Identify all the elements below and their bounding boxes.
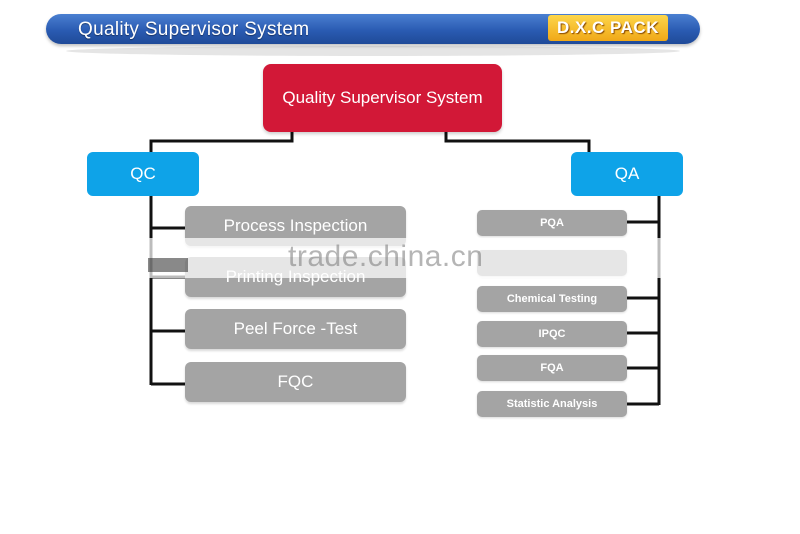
watermark-text: trade.china.cn [288, 240, 484, 273]
root-node: Quality Supervisor System [263, 64, 502, 132]
connector-root-qa [444, 132, 591, 152]
qa-item-fqa: FQA [477, 355, 627, 381]
connector-root-qc [149, 132, 294, 152]
watermark-band [148, 238, 668, 278]
watermark-shadow [148, 258, 188, 272]
qa-item-ipqc: IPQC [477, 321, 627, 347]
qc-item-fqc: FQC [185, 362, 406, 402]
qc-node: QC [87, 152, 199, 196]
qc-item-peel-force-test: Peel Force -Test [185, 309, 406, 349]
banner-title: Quality Supervisor System [78, 19, 310, 40]
qa-item-pqa: PQA [477, 210, 627, 236]
brand-logo: D.X.C PACK [548, 15, 668, 41]
qa-node: QA [571, 152, 683, 196]
qa-item-chemical-testing: Chemical Testing [477, 286, 627, 312]
qa-item-statistic-analysis: Statistic Analysis [477, 391, 627, 417]
